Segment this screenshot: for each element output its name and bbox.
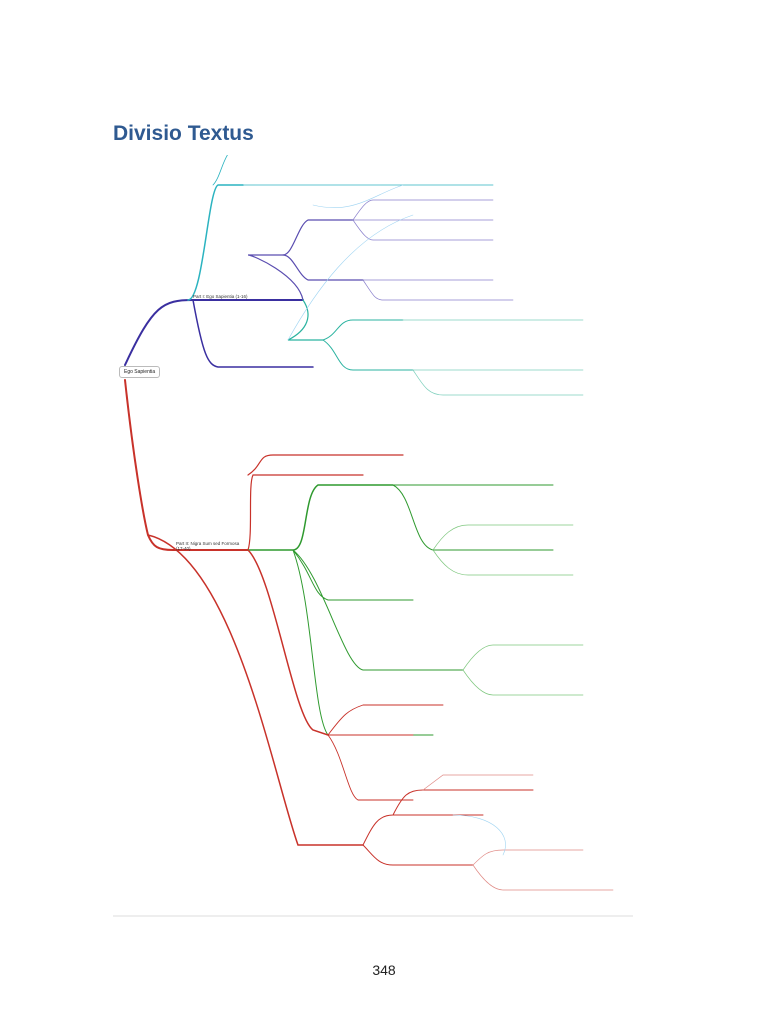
mind-map-branches xyxy=(124,155,614,891)
branch-part-2 xyxy=(124,379,249,551)
page-title: Divisio Textus xyxy=(113,122,254,145)
node-part-2: Part II: Nigra Sum sed Formosa (17-40) xyxy=(176,541,240,551)
branch-part-1 xyxy=(124,299,304,366)
mind-map-figure: Ego Sapientia Part I: Ego Sapientia (1-1… xyxy=(113,155,633,917)
page-number: 348 xyxy=(372,962,396,978)
node-part-1: Part I: Ego Sapientia (1-16) xyxy=(193,294,248,299)
root-node: Ego Sapientia xyxy=(119,366,161,378)
